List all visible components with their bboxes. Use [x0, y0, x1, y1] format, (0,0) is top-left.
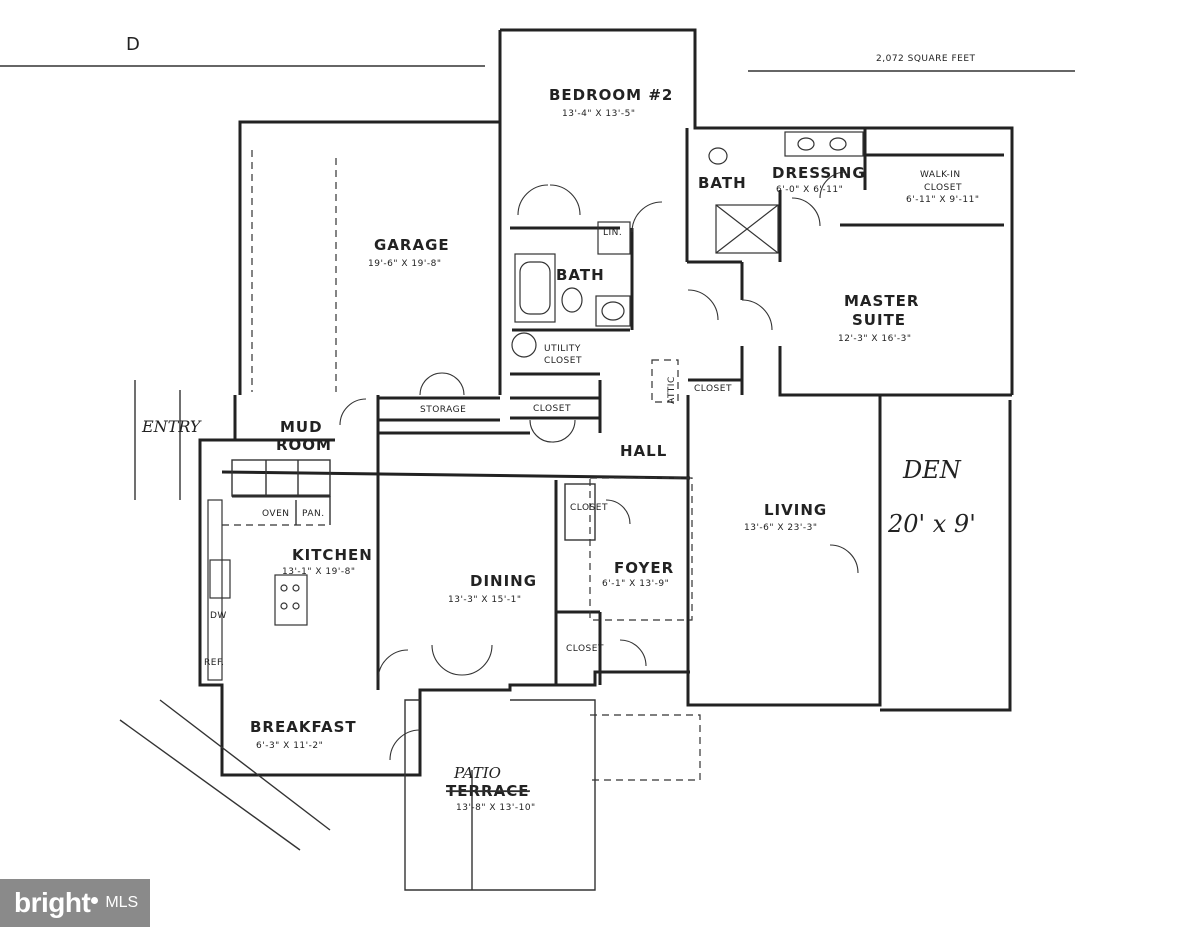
lin-label: LIN.: [603, 228, 622, 238]
brand-dot-icon: [91, 896, 99, 904]
pan-label: PAN.: [302, 509, 325, 519]
closet-master-label: CLOSET: [694, 384, 732, 394]
breakfast-name: BREAKFAST: [250, 718, 357, 736]
master-name-1: MASTER: [844, 292, 919, 310]
bedroom2-name: BEDROOM #2: [549, 86, 673, 104]
corner-mark: D: [126, 34, 140, 55]
exterior-walls: [198, 28, 1014, 777]
breakfast-dims: 6'-3" X 11'-2": [256, 741, 323, 751]
brand-word: bright: [14, 887, 91, 918]
kitchen-fixtures: [207, 496, 331, 681]
interior-walls: [221, 128, 1004, 685]
ref-label: REF.: [204, 658, 225, 668]
hall-name: HALL: [620, 442, 667, 460]
kitchen-name: KITCHEN: [292, 546, 373, 564]
bath2-name: BATH: [698, 174, 747, 192]
mud-name-2: ROOM: [276, 436, 332, 454]
closet-hall-label: CLOSET: [533, 404, 571, 414]
utility-name-1: UTILITY: [544, 344, 581, 354]
closet-foyer2-label: CLOSET: [566, 644, 604, 654]
living-dims: 13'-6" X 23'-3": [744, 523, 817, 533]
master-dims: 12'-3" X 16'-3": [838, 334, 911, 344]
master-name-2: SUITE: [852, 311, 906, 329]
walkin-dims: 6'-11" X 9'-11": [906, 195, 979, 205]
den-name: DEN: [902, 456, 962, 484]
walkin-name-1: WALK-IN: [920, 170, 961, 180]
terrace-outline: [404, 699, 701, 891]
bedroom2-dims: 13'-4" X 13'-5": [562, 109, 635, 119]
bath1-name: BATH: [556, 266, 605, 284]
utility-name-2: CLOSET: [544, 356, 582, 366]
dining-name: DINING: [470, 572, 537, 590]
entry-walk: [119, 380, 331, 851]
dressing-dims: 6'-0" X 6'-11": [776, 185, 843, 195]
dining-dims: 13'-3" X 15'-1": [448, 595, 521, 605]
walkin-name-2: CLOSET: [924, 183, 962, 193]
foyer-dims: 6'-1" X 13'-9": [602, 579, 669, 589]
den-dims: 20' x 9': [887, 510, 976, 538]
dressing-name: DRESSING: [772, 164, 866, 182]
title-rules: D 2,072 SQUARE FEET: [0, 34, 1075, 72]
entry-label: ENTRY: [141, 417, 202, 436]
closet-foyer-label: CLOSET: [570, 503, 608, 513]
door-swings: [339, 171, 859, 761]
garage-dims: 19'-6" X 19'-8": [368, 259, 441, 269]
bright-mls-watermark: bright MLS: [0, 879, 150, 927]
garage-name: GARAGE: [374, 236, 450, 254]
terrace-dims: 13'-8" X 13'-10": [456, 803, 536, 813]
storage-name: STORAGE: [420, 405, 466, 415]
brand-suffix: MLS: [105, 894, 139, 911]
dw-label: DW: [210, 611, 227, 621]
square-feet-label: 2,072 SQUARE FEET: [876, 54, 976, 64]
mud-name-1: MUD: [280, 418, 323, 436]
oven-label: OVEN: [262, 509, 290, 519]
attic-name: ATTIC: [667, 376, 677, 404]
patio-handwritten: PATIO: [453, 764, 501, 782]
foyer-name: FOYER: [614, 559, 674, 577]
living-name: LIVING: [764, 501, 827, 519]
kitchen-dims: 13'-1" X 19'-8": [282, 567, 355, 577]
bath-fixtures: [511, 131, 864, 358]
